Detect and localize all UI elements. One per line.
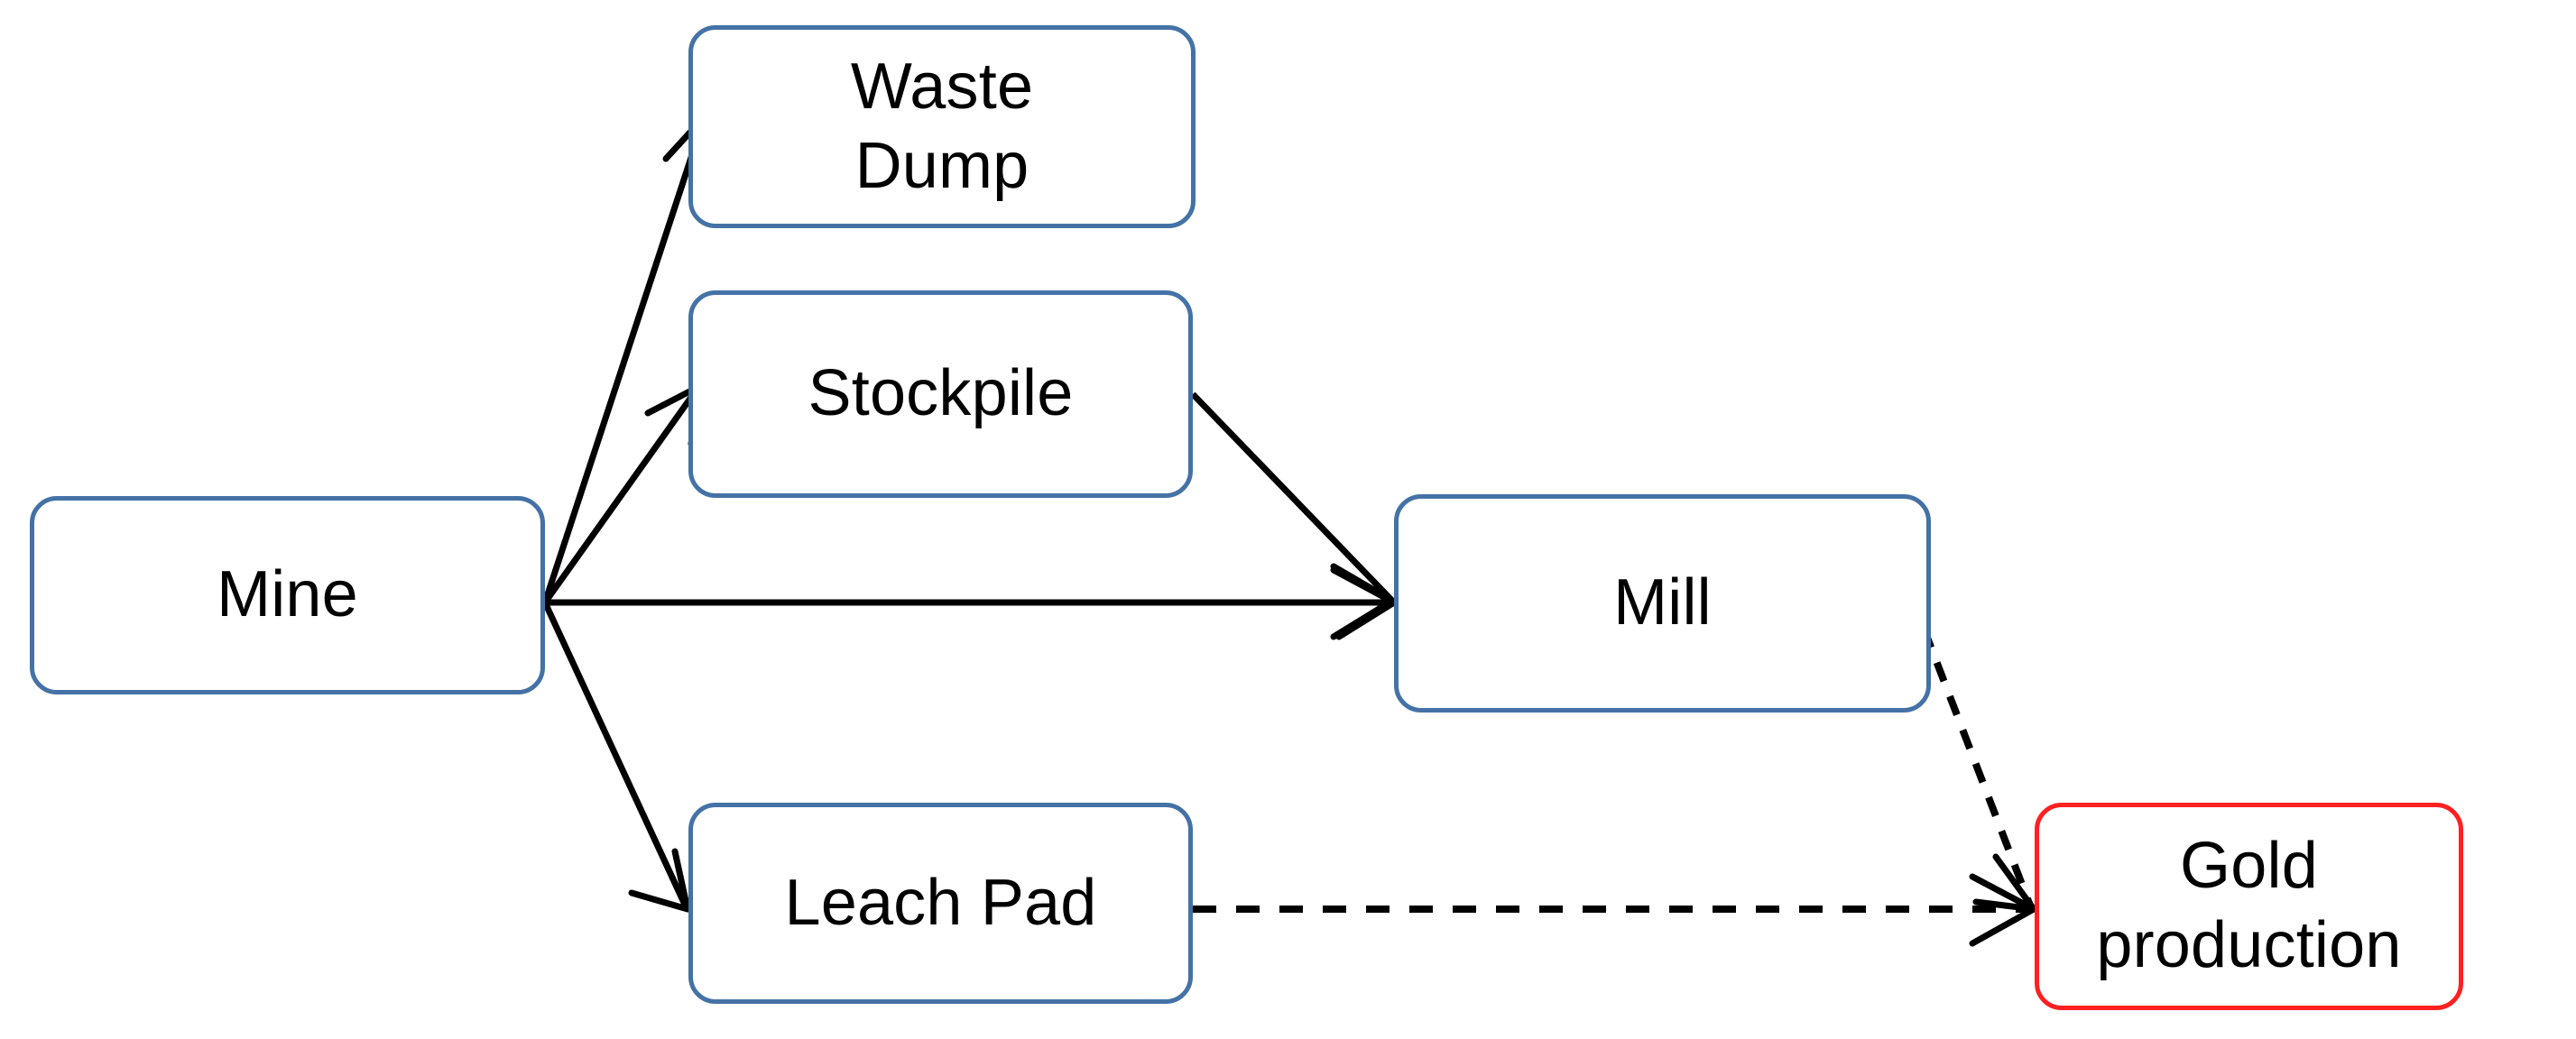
node-mill-label: Mill — [1613, 566, 1712, 639]
arrowhead-icon — [628, 848, 691, 913]
node-mill[interactable]: Mill — [1394, 494, 1931, 713]
node-waste-dump-label: Waste Dump — [850, 50, 1034, 202]
edge-stockpile-to-mill — [1190, 391, 1398, 640]
edge-mine-to-leach-pad — [541, 601, 691, 913]
edge-leach-pad-to-gold-production — [1193, 873, 2037, 947]
node-mine[interactable]: Mine — [30, 496, 545, 694]
node-leach-pad-label: Leach Pad — [784, 866, 1097, 939]
node-mine-label: Mine — [217, 558, 358, 631]
node-stockpile-label: Stockpile — [808, 357, 1074, 430]
arrowhead-icon — [1330, 563, 1396, 640]
arrowhead-icon — [1330, 566, 1398, 640]
node-leach-pad[interactable]: Leach Pad — [688, 803, 1193, 1004]
edge-mine-to-stockpile — [542, 382, 704, 605]
node-stockpile[interactable]: Stockpile — [688, 290, 1193, 498]
node-gold-production-label: Gold production — [2096, 830, 2402, 981]
arrowhead-icon — [1969, 873, 2037, 947]
node-waste-dump[interactable]: Waste Dump — [688, 25, 1196, 228]
edge-mine-to-waste-dump — [541, 112, 713, 604]
edge-mine-to-mill — [545, 563, 1396, 640]
arrowhead-icon — [1972, 853, 2037, 913]
node-gold-production[interactable]: Gold production — [2035, 803, 2463, 1010]
